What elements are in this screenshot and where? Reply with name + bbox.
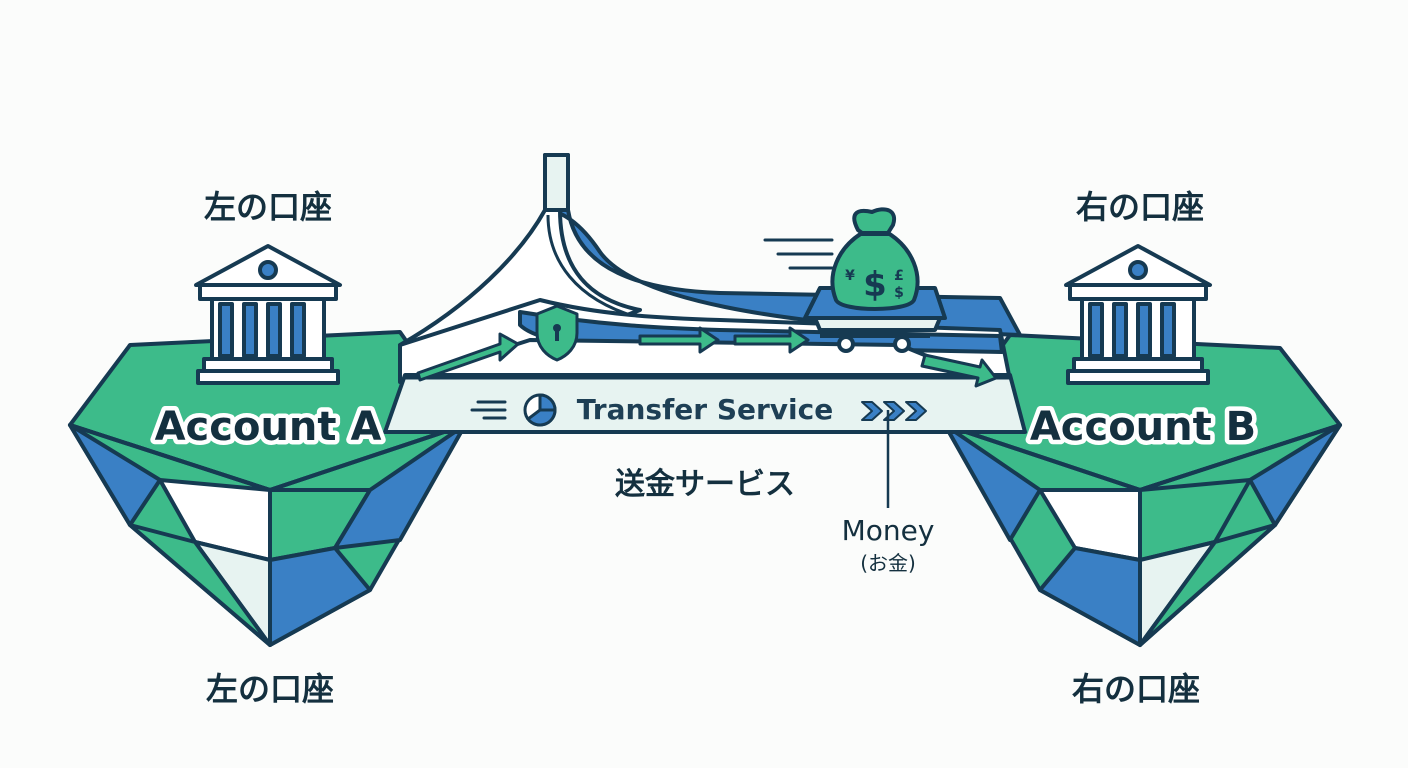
money-bag-dollar: $ — [863, 265, 887, 305]
account-b-label: Account B — [1030, 404, 1256, 450]
transfer-service-label-ja: 送金サービス — [615, 467, 795, 502]
bank-icon — [194, 244, 342, 385]
right-bottom-label: 右の口座 — [1072, 670, 1200, 708]
money-bag-small-dollar: $ — [894, 285, 904, 301]
money-bag-yen: ¥ — [845, 268, 855, 284]
chevron-right-icon — [861, 401, 927, 421]
island-left — [68, 330, 467, 647]
left-top-label: 左の口座 — [204, 188, 332, 226]
money-label-ja: (お金) — [860, 551, 916, 575]
money-label: Money — [842, 514, 935, 547]
speed-lines — [763, 238, 834, 270]
money-bag-pound: £ — [894, 268, 904, 284]
money-bag-icon — [830, 207, 920, 311]
arrow-right-icon — [416, 326, 998, 388]
account-a-label: Account A — [155, 404, 382, 450]
bank-icon — [1064, 244, 1212, 385]
transfer-service-label: Transfer Service — [577, 393, 833, 426]
left-bottom-label: 左の口座 — [206, 670, 334, 708]
island-right — [943, 333, 1342, 647]
shield-lock-icon — [535, 304, 579, 362]
service-speed-lines — [470, 400, 507, 420]
pie-chart-icon — [523, 393, 557, 427]
right-top-label: 右の口座 — [1076, 188, 1204, 226]
